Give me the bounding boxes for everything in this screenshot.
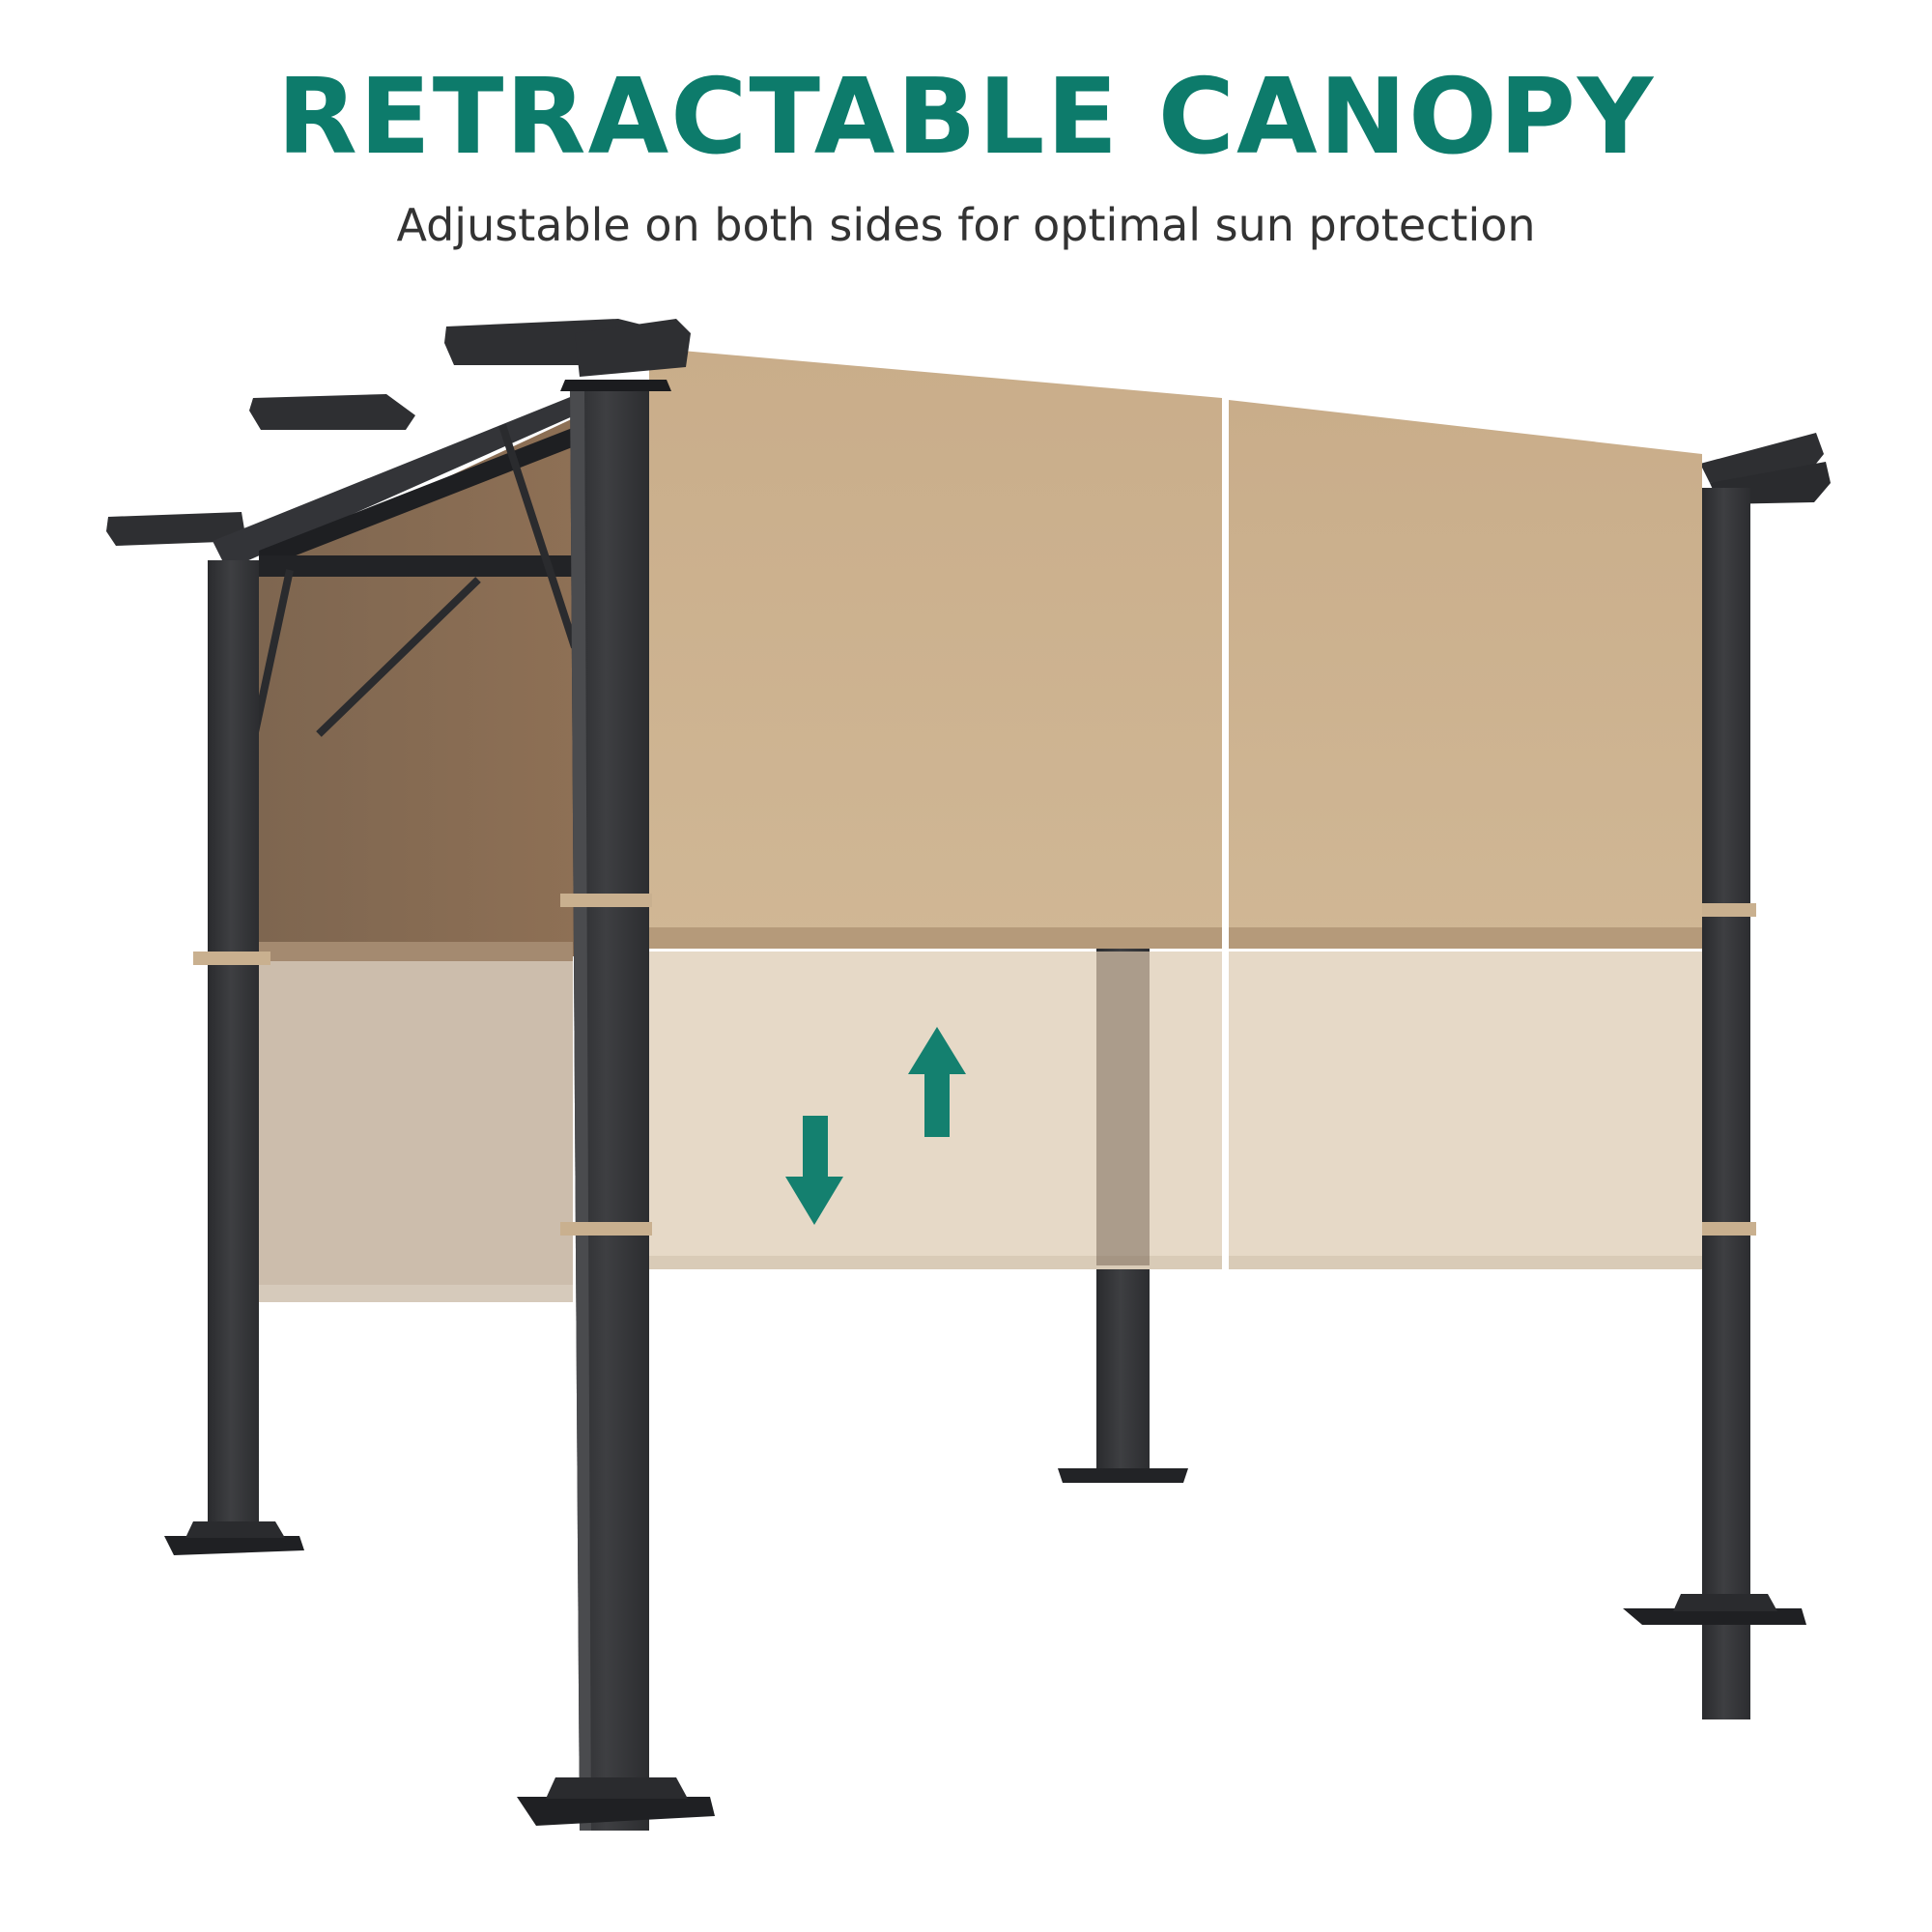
arrow-down-icon <box>785 1116 843 1225</box>
page-subtitle: Adjustable on both sides for optimal sun… <box>396 199 1536 251</box>
left-canopy <box>259 415 580 1302</box>
main-canopy-right-panel <box>1223 398 1702 1269</box>
right-post <box>1623 488 1806 1719</box>
left-post <box>164 560 304 1555</box>
page-title: RETRACTABLE CANOPY <box>276 57 1656 178</box>
back-post-shadow <box>1096 952 1150 1265</box>
front-post <box>517 319 715 1831</box>
arrow-up-icon <box>908 1027 966 1137</box>
